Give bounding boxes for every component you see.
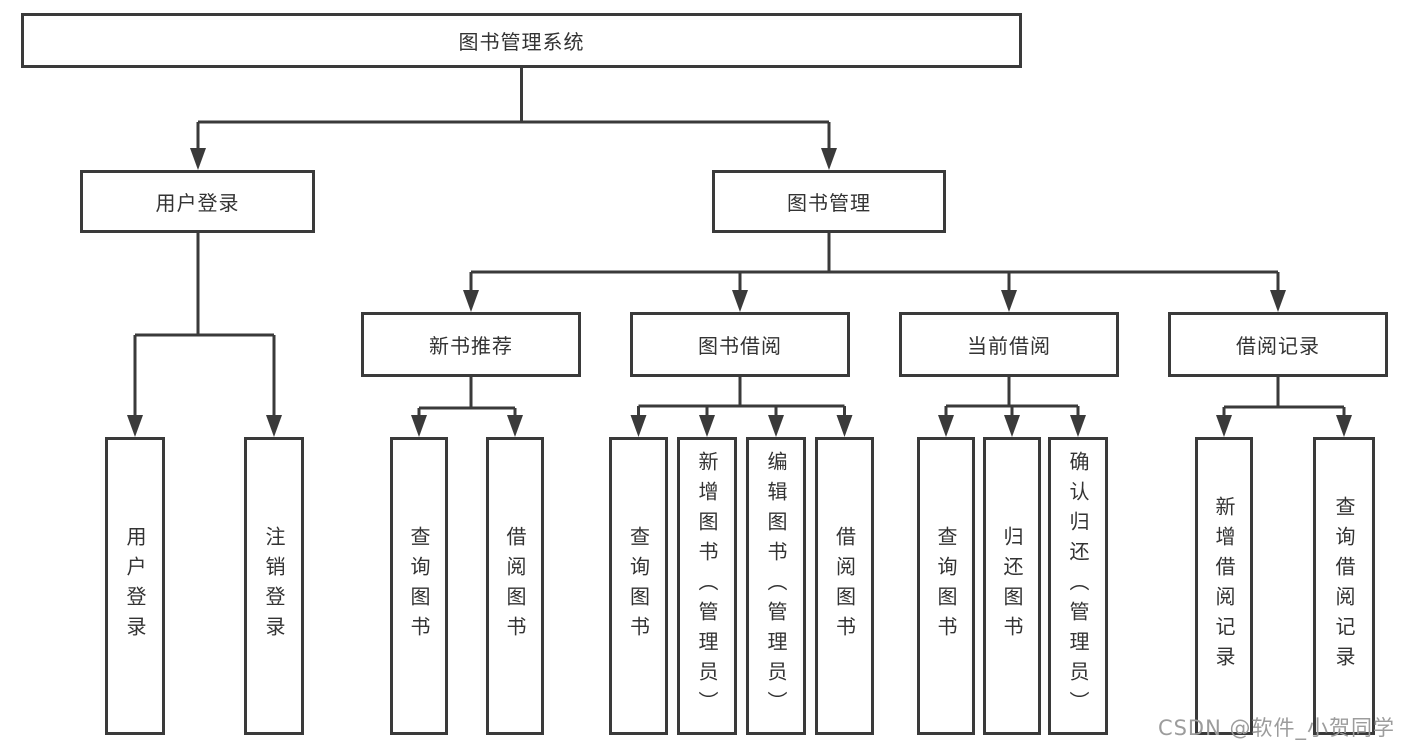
leaf-edit-book-admin: 编辑图书（管理员） xyxy=(746,437,806,735)
leaf-add-borrow-record: 新增借阅记录 xyxy=(1195,437,1253,735)
node-label: 查询图书 xyxy=(407,526,431,646)
node-current-borrowing: 当前借阅 xyxy=(899,312,1119,377)
leaf-query-borrow-record: 查询借阅记录 xyxy=(1313,437,1375,735)
arrow-down-icon xyxy=(463,290,479,312)
leaf-logout: 注销登录 xyxy=(244,437,304,735)
node-label: 图书借阅 xyxy=(698,334,782,358)
node-label: 新增图书（管理员） xyxy=(695,451,719,721)
node-label: 借阅记录 xyxy=(1236,334,1320,358)
node-label: 查询图书 xyxy=(934,526,958,646)
node-label: 确认归还（管理员） xyxy=(1066,451,1090,721)
leaf-borrow-books-recommend: 借阅图书 xyxy=(486,437,544,735)
arrow-down-icon xyxy=(1001,290,1017,312)
arrow-down-icon xyxy=(190,148,206,170)
node-label: 归还图书 xyxy=(1000,526,1024,646)
node-label: 新增借阅记录 xyxy=(1212,496,1236,676)
arrow-down-icon xyxy=(1336,415,1352,437)
leaf-add-book-admin: 新增图书（管理员） xyxy=(677,437,737,735)
node-borrowing-records: 借阅记录 xyxy=(1168,312,1388,377)
arrow-down-icon xyxy=(938,415,954,437)
arrow-down-icon xyxy=(1270,290,1286,312)
arrow-down-icon xyxy=(266,415,282,437)
node-label: 查询图书 xyxy=(626,526,651,646)
node-new-book-recommend: 新书推荐 xyxy=(361,312,581,377)
leaf-return-books: 归还图书 xyxy=(983,437,1041,735)
arrow-down-icon xyxy=(821,148,837,170)
node-label: 图书管理 xyxy=(787,191,871,215)
node-label: 编辑图书（管理员） xyxy=(764,451,788,721)
arrow-down-icon xyxy=(507,415,523,437)
node-label: 借阅图书 xyxy=(832,526,857,646)
node-book-borrowing: 图书借阅 xyxy=(630,312,850,377)
leaf-query-books-recommend: 查询图书 xyxy=(390,437,448,735)
node-label: 注销登录 xyxy=(262,526,286,646)
node-label: 用户登录 xyxy=(155,191,240,215)
node-library-management-system: 图书管理系统 xyxy=(21,13,1022,68)
arrowheads xyxy=(127,148,1352,437)
node-label: 借阅图书 xyxy=(503,526,527,646)
arrow-down-icon xyxy=(699,415,715,437)
arrow-down-icon xyxy=(732,290,748,312)
arrow-down-icon xyxy=(630,415,647,437)
node-book-management: 图书管理 xyxy=(712,170,946,233)
csdn-watermark: CSDN @软件_小贺同学 xyxy=(1157,716,1395,740)
arrow-down-icon xyxy=(127,415,143,437)
arrow-down-icon xyxy=(1070,415,1086,437)
node-label: 查询借阅记录 xyxy=(1332,496,1356,676)
node-label: 当前借阅 xyxy=(967,334,1051,358)
arrow-down-icon xyxy=(836,415,853,437)
leaf-confirm-return-admin: 确认归还（管理员） xyxy=(1048,437,1108,735)
arrow-down-icon xyxy=(768,415,784,437)
node-user-login: 用户登录 xyxy=(80,170,315,233)
arrow-down-icon xyxy=(1004,415,1020,437)
node-label: 用户登录 xyxy=(123,526,147,646)
arrow-down-icon xyxy=(411,415,427,437)
arrow-down-icon xyxy=(1216,415,1232,437)
leaf-query-books-borrowing: 查询图书 xyxy=(609,437,668,735)
connector-line xyxy=(133,68,1346,419)
node-label: 新书推荐 xyxy=(429,334,513,358)
leaf-query-books-current: 查询图书 xyxy=(917,437,975,735)
leaf-borrow-books-borrowing: 借阅图书 xyxy=(815,437,874,735)
leaf-user-login: 用户登录 xyxy=(105,437,165,735)
node-label: 图书管理系统 xyxy=(458,30,585,54)
